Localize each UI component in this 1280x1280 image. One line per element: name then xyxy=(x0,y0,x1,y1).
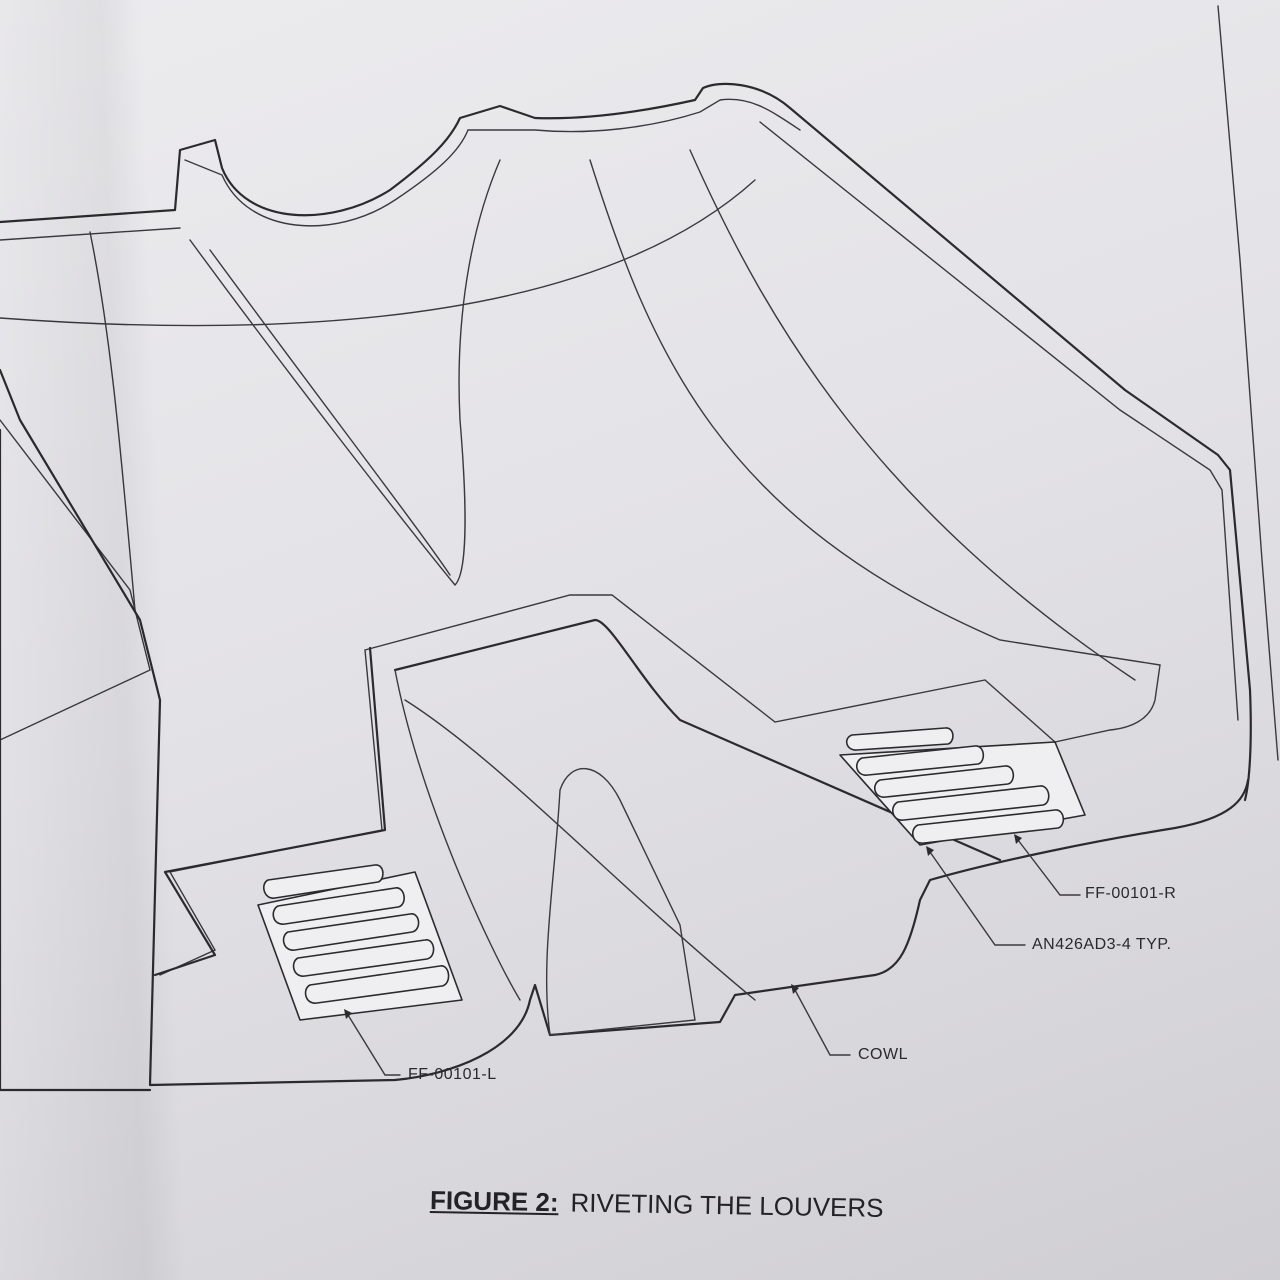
cowl-inner-flange xyxy=(159,121,1239,976)
arrow-cowl xyxy=(791,984,799,994)
left-louver-5 xyxy=(304,965,450,1004)
label-cowl: COWL xyxy=(858,1046,908,1063)
arrow-left-louver xyxy=(344,1009,352,1019)
left-louver-1 xyxy=(263,864,384,899)
figure-number: FIGURE 2: xyxy=(429,1185,559,1218)
panel-line-6 xyxy=(589,159,1161,666)
panel-line-4 xyxy=(189,159,501,587)
right-louver-2 xyxy=(855,745,985,776)
label-rivet: AN426AD3-4 TYP. xyxy=(1032,936,1172,953)
tunnel-outline xyxy=(394,669,696,1036)
left-louver-4 xyxy=(292,939,435,977)
right-louver-1 xyxy=(845,727,954,751)
leader-left-louver xyxy=(347,1014,401,1076)
right-louver-5 xyxy=(911,809,1065,844)
right-louver-panel xyxy=(839,727,1086,846)
panel-line-7 xyxy=(689,149,1136,681)
panel-line-2 xyxy=(0,419,151,741)
right-louver-3 xyxy=(873,765,1015,798)
arrow-right-louver xyxy=(1014,834,1022,844)
figure-title: RIVETING THE LOUVERS xyxy=(570,1187,884,1223)
leader-cowl xyxy=(794,989,851,1056)
right-louver-4 xyxy=(891,785,1050,821)
left-louver-2 xyxy=(272,887,405,925)
cowl-top-inner-edge xyxy=(0,98,801,241)
arrow-rivet xyxy=(926,846,934,856)
leader-rivet xyxy=(929,851,1026,946)
sheet-border xyxy=(1217,5,1279,761)
panel-line-3 xyxy=(89,231,136,611)
panel-line-1 xyxy=(0,179,756,327)
cowl-lip xyxy=(0,428,152,1092)
lower-cutout xyxy=(153,618,1002,977)
cowl-lower-outline xyxy=(0,368,1250,1087)
tunnel-edge xyxy=(404,699,756,1001)
left-louver-3 xyxy=(282,913,420,951)
panel-line-5 xyxy=(209,249,451,576)
left-louver-panel xyxy=(257,864,463,1021)
cowl-top-outline xyxy=(0,82,1252,802)
label-right-louver: FF-00101-R xyxy=(1085,885,1177,902)
label-left-louver: FF-00101-L xyxy=(408,1066,497,1083)
leader-right-louver xyxy=(1017,839,1081,896)
